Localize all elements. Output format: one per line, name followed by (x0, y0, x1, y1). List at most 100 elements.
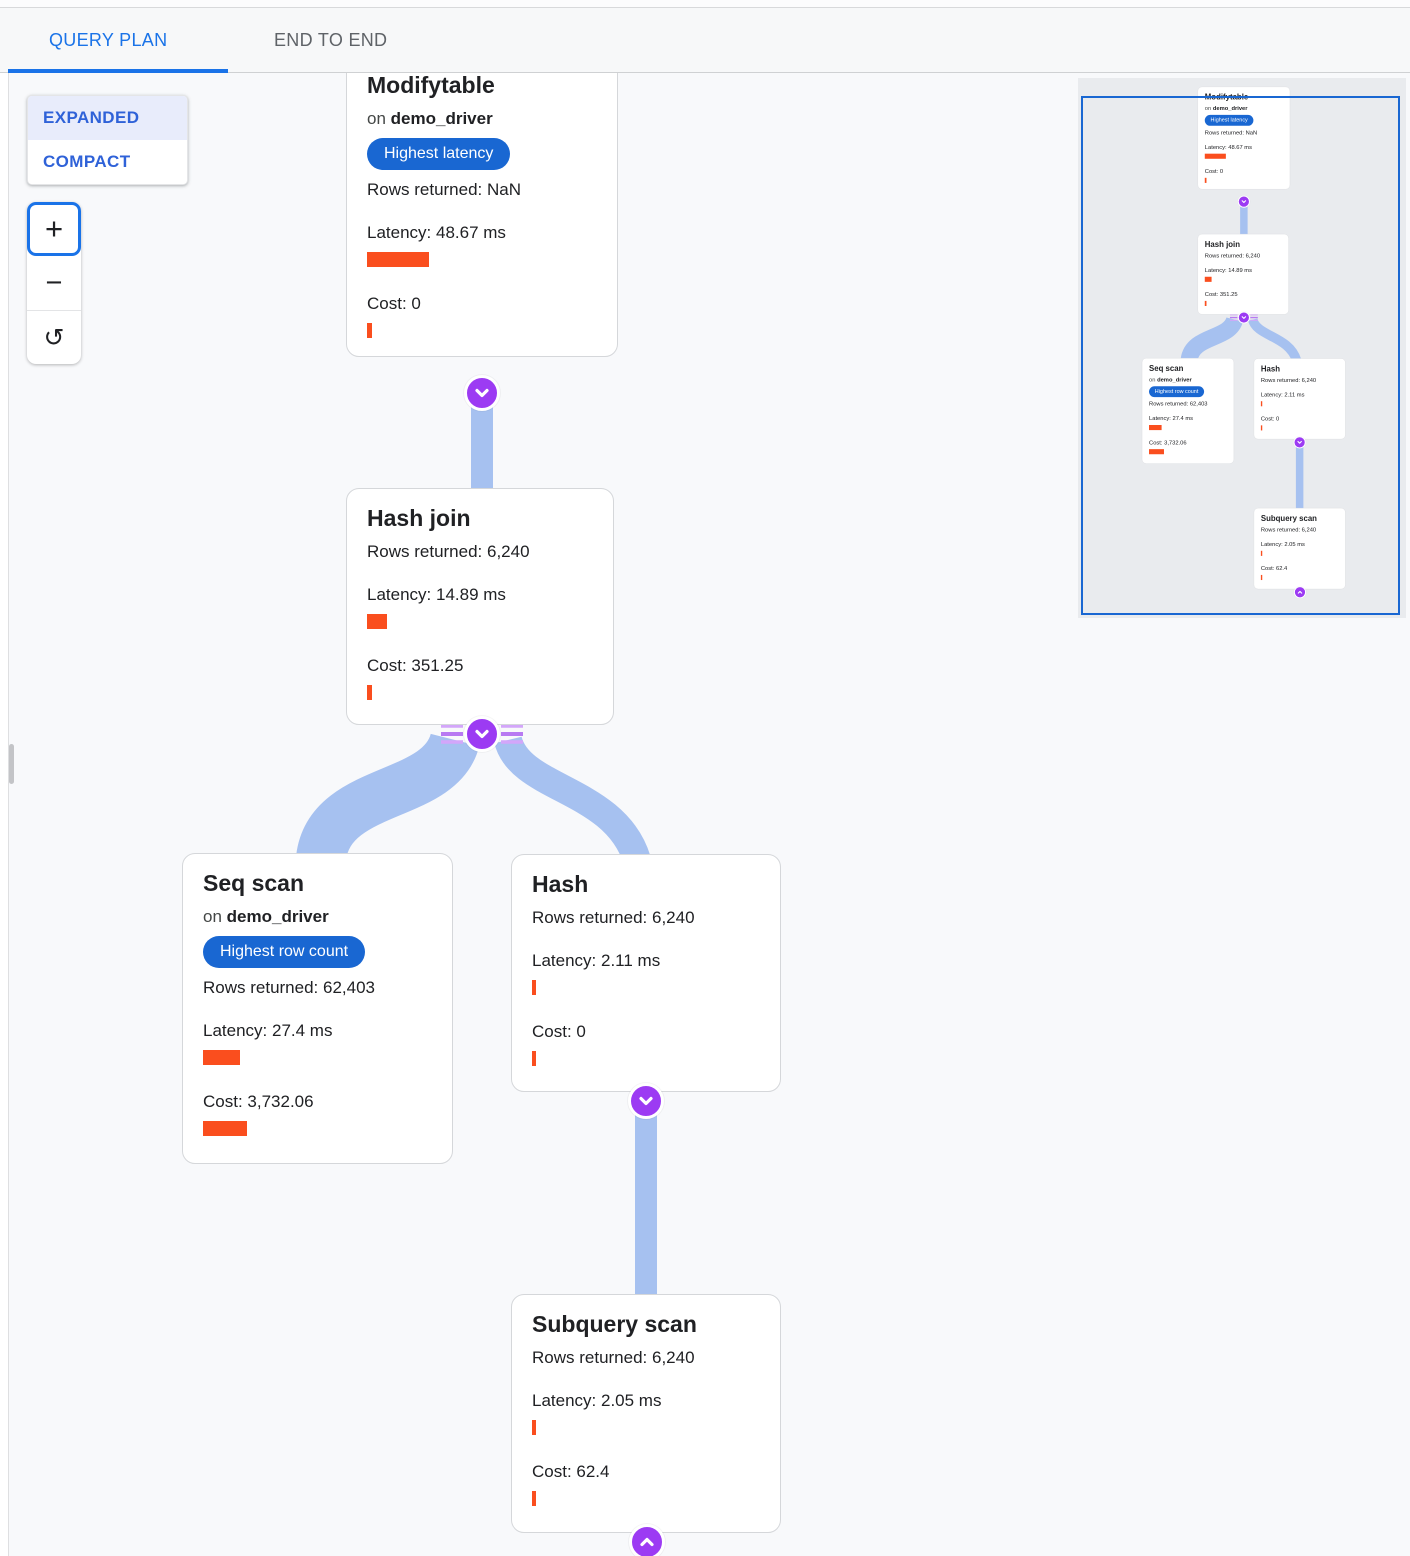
node-title: Hash (1260, 364, 1281, 373)
cost-bar (532, 1051, 536, 1066)
edge-hashjoin-hash (494, 735, 651, 865)
tab-bar: QUERY PLAN END TO END (0, 8, 1410, 73)
minimap[interactable]: Modifytable on demo_driver Highest laten… (1078, 78, 1406, 618)
query-plan-canvas[interactable]: Modifytable on demo_driver Highest laten… (9, 73, 1410, 1556)
cost-bar (367, 685, 372, 700)
node-latency: Latency: 27.4 ms (1149, 415, 1194, 422)
tab-end-to-end[interactable]: END TO END (274, 29, 388, 50)
cost-bar (532, 1491, 536, 1506)
compact-button[interactable]: COMPACT (28, 140, 187, 184)
chevron-up-icon[interactable] (629, 1524, 665, 1556)
top-border-strip (0, 0, 1410, 8)
node-latency: Latency: 2.05 ms (532, 1391, 662, 1410)
chevron-down-icon (1237, 311, 1250, 324)
cost-bar (1260, 574, 1263, 581)
node-rows: Rows returned: 6,240 (532, 1348, 695, 1367)
node-latency: Latency: 2.11 ms (532, 951, 661, 970)
cost-bar (1204, 300, 1207, 306)
on-prefix: on (367, 109, 386, 128)
cost-bar (1149, 449, 1164, 455)
highest-latency-badge: Highest latency (367, 138, 511, 170)
on-prefix: on (1149, 376, 1156, 383)
node-title: Modifytable (367, 73, 495, 98)
node-latency: Latency: 27.4 ms (203, 1021, 333, 1040)
node-table: on demo_driver (1149, 376, 1227, 383)
plan-node-hash-join[interactable]: Hash join Rows returned: 6,240 Latency: … (346, 488, 614, 725)
vertical-scrollbar[interactable] (9, 744, 14, 784)
latency-bar (1260, 550, 1263, 556)
node-cost: Cost: 3,732.06 (1149, 439, 1187, 446)
highest-row-count-badge: Highest row count (203, 936, 366, 968)
plan-node-modifytable[interactable]: Modifytable on demo_driver Highest laten… (346, 73, 618, 357)
latency-bar (1260, 401, 1263, 407)
plan-node-seq-scan[interactable]: Seq scan on demo_driver Highest row coun… (182, 853, 453, 1164)
view-mode-toggle: EXPANDED COMPACT (27, 95, 188, 185)
node-title: Subquery scan (1260, 513, 1317, 523)
table-name: demo_driver (1157, 376, 1192, 383)
cost-bar (1260, 425, 1263, 431)
table-name: demo_driver (390, 109, 493, 128)
chevron-down-icon[interactable] (464, 716, 500, 752)
plan-node-subquery-scan[interactable]: Subquery scan Rows returned: 6,240 Laten… (511, 1294, 781, 1533)
edge-hashjoin-seqscan (296, 731, 480, 864)
node-cost: Cost: 351.25 (1204, 291, 1238, 298)
plan-edges (296, 382, 657, 1300)
node-cost: Cost: 0 (1204, 167, 1224, 175)
node-title: Hash join (367, 505, 471, 531)
node-cost: Cost: 62.4 (1260, 565, 1288, 572)
cost-bar (203, 1121, 247, 1136)
zoom-in-button[interactable]: + (27, 202, 81, 256)
plan-node-hash[interactable]: Hash Rows returned: 6,240 Latency: 2.11 … (511, 854, 781, 1092)
plan-node-hash-join: Hash join Rows returned: 6,240 Latency: … (1197, 233, 1289, 315)
node-rows: Rows returned: NaN (1204, 129, 1258, 136)
hashjoin-connector-lines (1229, 314, 1258, 321)
node-table: on demo_driver (203, 906, 432, 928)
hashjoin-connector-lines (441, 724, 523, 744)
plan-tree: Modifytable on demo_driver Highest laten… (9, 73, 810, 1556)
node-latency: Latency: 14.89 ms (1204, 266, 1253, 274)
node-rows: Rows returned: 6,240 (367, 542, 530, 561)
latency-bar (367, 614, 387, 629)
latency-bar (532, 980, 536, 995)
reset-view-icon[interactable]: ↺ (27, 310, 81, 364)
node-cost: Cost: 62.4 (532, 1462, 610, 1481)
zoom-out-button[interactable]: − (45, 266, 63, 299)
tab-query-plan[interactable]: QUERY PLAN (49, 29, 168, 50)
chevron-up-icon (1293, 586, 1307, 599)
node-cost: Cost: 0 (367, 294, 421, 313)
on-prefix: on (203, 907, 222, 926)
chevron-down-icon (1237, 195, 1250, 208)
node-cost: Cost: 351.25 (367, 656, 464, 675)
node-title: Hash (532, 871, 589, 897)
node-latency: Latency: 48.67 ms (367, 223, 506, 242)
node-table: on demo_driver (367, 108, 597, 130)
node-title: Hash join (1204, 239, 1240, 249)
chevron-down-icon[interactable] (628, 1083, 664, 1119)
node-latency: Latency: 14.89 ms (367, 585, 506, 604)
cost-bar (367, 323, 372, 338)
latency-bar (1149, 425, 1162, 431)
node-cost: Cost: 0 (532, 1022, 586, 1041)
node-cost: Cost: 0 (1260, 415, 1280, 422)
latency-bar (367, 252, 429, 267)
active-tab-underline (8, 69, 228, 73)
latency-bar (532, 1420, 536, 1435)
table-name: demo_driver (1212, 105, 1248, 112)
expanded-button[interactable]: EXPANDED (28, 96, 187, 140)
plan-node-subquery-scan: Subquery scan Rows returned: 6,240 Laten… (1253, 507, 1346, 590)
node-table: on demo_driver (1205, 105, 1283, 112)
node-rows: Rows returned: 6,240 (1260, 376, 1317, 384)
node-title: Subquery scan (532, 1311, 697, 1337)
left-rail (0, 73, 9, 1556)
highest-latency-badge: Highest latency (1204, 114, 1254, 126)
node-rows: Rows returned: 6,240 (1204, 252, 1261, 259)
chevron-down-icon[interactable] (464, 375, 500, 411)
latency-bar (1204, 153, 1226, 159)
node-rows: Rows returned: NaN (367, 180, 522, 199)
node-cost: Cost: 3,732.06 (203, 1092, 314, 1111)
plan-node-seq-scan: Seq scan on demo_driver Highest row coun… (1141, 358, 1235, 464)
plan-node-hash: Hash Rows returned: 6,240 Latency: 2.11 … (1253, 358, 1346, 440)
edge-hashjoin-hash (1248, 317, 1302, 363)
highest-row-count-badge: Highest row count (1149, 386, 1205, 398)
minimap-viewport[interactable] (1081, 96, 1400, 615)
